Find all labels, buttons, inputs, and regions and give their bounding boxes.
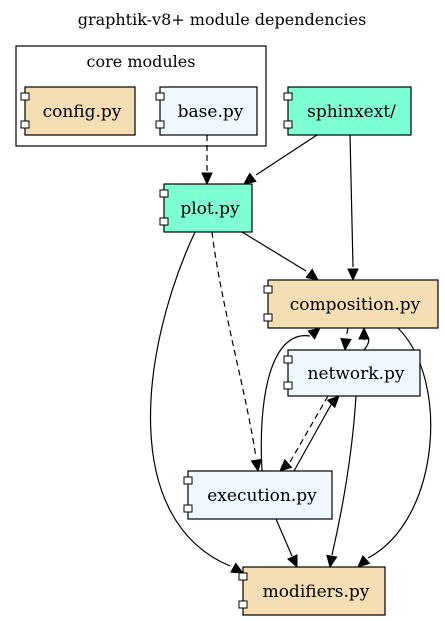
edges-layer <box>149 134 432 574</box>
node-execution-label: execution.py <box>207 486 317 506</box>
edge-execution-to-network <box>293 395 340 472</box>
edge-arrowhead <box>243 172 257 185</box>
edge-arrowhead <box>230 562 245 574</box>
node-network[interactable]: network.py <box>283 349 421 397</box>
node-config-label: config.py <box>43 102 122 122</box>
edge-line <box>255 134 318 176</box>
node-network-port-1 <box>283 355 293 364</box>
node-sphinxext[interactable]: sphinxext/ <box>283 86 412 136</box>
edge-composition-to-network <box>340 327 352 352</box>
edge-network-to-composition <box>358 326 370 351</box>
node-sphinxext-port-2 <box>283 120 293 129</box>
node-plot-box <box>163 183 253 233</box>
node-plot-port-2 <box>159 217 169 226</box>
node-modifiers[interactable]: modifiers.py <box>238 566 386 616</box>
edge-line <box>149 231 231 567</box>
edge-line <box>293 402 333 472</box>
node-network-box <box>287 349 421 397</box>
node-network-label: network.py <box>308 364 405 384</box>
edge-arrowhead <box>250 458 262 473</box>
nodes-layer: config.py base.py sphinxext/ plot.py com… <box>20 86 439 616</box>
node-sphinxext-box <box>287 86 412 136</box>
diagram-title: graphtik-v8+ module dependencies <box>78 10 367 29</box>
node-plot-label: plot.py <box>180 199 240 219</box>
node-config-port-1 <box>20 92 30 101</box>
edge-sphinxext-to-composition <box>347 134 359 282</box>
edge-arrowhead <box>357 555 371 568</box>
node-base-port-2 <box>155 120 165 129</box>
edge-base-to-plot <box>201 135 213 186</box>
node-base-label: base.py <box>178 102 244 122</box>
edge-line <box>211 231 257 459</box>
cluster-border <box>15 45 267 147</box>
edge-network-to-execution <box>279 395 329 472</box>
edge-line <box>331 395 357 556</box>
node-execution[interactable]: execution.py <box>183 470 333 520</box>
edge-line <box>275 518 293 557</box>
edge-arrowhead <box>307 327 321 340</box>
node-execution-box <box>187 470 333 520</box>
edge-arrowhead <box>305 268 319 281</box>
node-sphinxext-label: sphinxext/ <box>307 102 396 122</box>
edge-arrowhead <box>279 459 293 472</box>
node-composition-port-1 <box>263 285 273 294</box>
node-execution-port-1 <box>183 476 193 485</box>
edge-execution-to-composition <box>260 327 321 472</box>
node-modifiers-port-1 <box>238 572 248 581</box>
edge-line <box>260 335 311 472</box>
node-composition-box <box>267 279 439 329</box>
node-base[interactable]: base.py <box>155 86 258 136</box>
node-modifiers-box <box>242 566 386 616</box>
edge-plot-to-modifiers <box>149 231 245 574</box>
node-config-box <box>24 86 136 136</box>
edge-plot-to-execution <box>211 231 262 473</box>
node-modifiers-port-2 <box>238 600 248 609</box>
node-composition-port-2 <box>263 313 273 322</box>
node-plot-port-1 <box>159 189 169 198</box>
edge-arrowhead <box>347 268 359 282</box>
node-modifiers-label: modifiers.py <box>263 582 370 602</box>
node-sphinxext-port-1 <box>283 92 293 101</box>
edge-line <box>241 231 307 272</box>
edge-execution-to-modifiers <box>275 518 298 569</box>
edge-line <box>345 327 349 339</box>
node-network-port-2 <box>283 381 293 390</box>
edge-line <box>289 395 329 463</box>
edge-sphinxext-to-plot <box>243 134 318 185</box>
edge-arrowhead <box>358 326 370 340</box>
node-plot[interactable]: plot.py <box>159 183 253 233</box>
core-modules-cluster: core modules <box>15 45 267 147</box>
node-config-port-2 <box>20 120 30 129</box>
edge-arrowhead <box>340 338 352 352</box>
edge-arrowhead <box>201 172 213 186</box>
edge-arrowhead <box>326 554 338 569</box>
cluster-label: core modules <box>87 52 196 71</box>
node-composition[interactable]: composition.py <box>263 279 439 329</box>
node-composition-label: composition.py <box>290 295 421 315</box>
edge-arrowhead <box>286 554 298 569</box>
edge-network-to-modifiers <box>326 395 357 569</box>
node-base-box <box>159 86 258 136</box>
edge-plot-to-composition <box>241 231 319 281</box>
node-base-port-1 <box>155 92 165 101</box>
edge-arrowhead <box>326 395 340 409</box>
edge-line <box>363 337 370 351</box>
node-execution-port-2 <box>183 504 193 513</box>
node-config[interactable]: config.py <box>20 86 136 136</box>
edge-line <box>349 134 354 268</box>
